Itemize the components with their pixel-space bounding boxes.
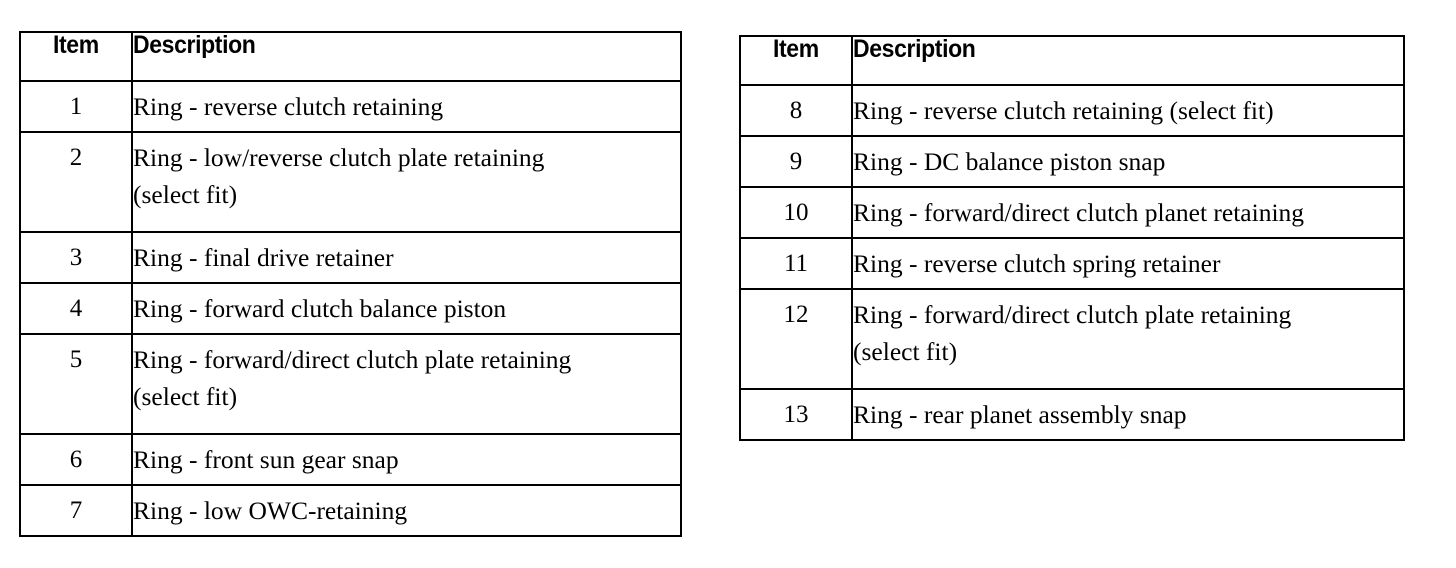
table-row: 4 Ring - forward clutch balance piston [19, 282, 682, 335]
description-line-2: (select fit) [133, 180, 238, 209]
cell-item-number: 2 [19, 131, 133, 233]
description-line-1: Ring - forward/direct clutch plate retai… [853, 300, 1292, 329]
cell-item-number: 7 [19, 484, 133, 537]
description-line-2: (select fit) [853, 337, 958, 366]
table-row: 10 Ring - forward/direct clutch planet r… [739, 186, 1405, 239]
cell-item-number: 1 [19, 80, 133, 133]
cell-description: Ring - rear planet assembly snap [851, 388, 1405, 441]
column-header-item: Item [19, 31, 133, 82]
column-header-description-label: Description [853, 35, 976, 63]
cell-description: Ring - final drive retainer [131, 231, 682, 284]
description-line-1: Ring - rear planet assembly snap [853, 400, 1187, 429]
cell-item-number: 6 [19, 433, 133, 486]
cell-description: Ring - reverse clutch retaining (select … [851, 84, 1405, 137]
cell-description: Ring - forward clutch balance piston [131, 282, 682, 335]
table-body-left: 1 Ring - reverse clutch retaining 2 Ring… [19, 80, 682, 537]
description-line-1: Ring - reverse clutch retaining [133, 92, 444, 121]
column-header-description-label: Description [133, 31, 256, 59]
parts-table-right: Item Description 8 Ring - reverse clutch… [739, 35, 1405, 441]
table-header-row: Item Description [739, 35, 1405, 86]
table-row: 1 Ring - reverse clutch retaining [19, 80, 682, 133]
description-line-2: (select fit) [133, 382, 238, 411]
table-header-left: Item Description [19, 31, 682, 82]
description-line-1: Ring - reverse clutch spring retainer [853, 249, 1221, 278]
cell-item-number: 4 [19, 282, 133, 335]
cell-description: Ring - DC balance piston snap [851, 135, 1405, 188]
table-row: 13 Ring - rear planet assembly snap [739, 388, 1405, 441]
cell-description: Ring - reverse clutch retaining [131, 80, 682, 133]
cell-item-number: 10 [739, 186, 853, 239]
table-row: 11 Ring - reverse clutch spring retainer [739, 237, 1405, 290]
description-line-1: Ring - final drive retainer [133, 243, 394, 272]
column-header-item-label: Item [53, 31, 99, 59]
cell-description: Ring - low/reverse clutch plate retainin… [131, 131, 682, 233]
table-row: 2 Ring - low/reverse clutch plate retain… [19, 131, 682, 233]
column-header-item-label: Item [773, 35, 819, 63]
cell-item-number: 8 [739, 84, 853, 137]
cell-description: Ring - forward/direct clutch plate retai… [131, 333, 682, 435]
table-row: 8 Ring - reverse clutch retaining (selec… [739, 84, 1405, 137]
description-line-1: Ring - low OWC-retaining [133, 496, 408, 525]
description-line-1: Ring - forward/direct clutch planet reta… [853, 198, 1305, 227]
cell-description: Ring - reverse clutch spring retainer [851, 237, 1405, 290]
table-body-right: 8 Ring - reverse clutch retaining (selec… [739, 84, 1405, 441]
cell-description: Ring - forward/direct clutch plate retai… [851, 288, 1405, 390]
table-row: 6 Ring - front sun gear snap [19, 433, 682, 486]
cell-description: Ring - forward/direct clutch planet reta… [851, 186, 1405, 239]
table-row: 3 Ring - final drive retainer [19, 231, 682, 284]
column-header-item: Item [739, 35, 853, 86]
column-header-description: Description [131, 31, 682, 82]
table-row: 7 Ring - low OWC-retaining [19, 484, 682, 537]
table-header-right: Item Description [739, 35, 1405, 86]
description-line-1: Ring - low/reverse clutch plate retainin… [133, 143, 545, 172]
column-header-description: Description [851, 35, 1405, 86]
parts-table-left: Item Description 1 Ring - reverse clutch… [19, 31, 682, 537]
description-line-1: Ring - front sun gear snap [133, 445, 399, 474]
cell-item-number: 5 [19, 333, 133, 435]
table-header-row: Item Description [19, 31, 682, 82]
description-line-1: Ring - forward clutch balance piston [133, 294, 507, 323]
description-line-1: Ring - reverse clutch retaining (select … [853, 96, 1274, 125]
table-row: 5 Ring - forward/direct clutch plate ret… [19, 333, 682, 435]
cell-item-number: 9 [739, 135, 853, 188]
cell-item-number: 3 [19, 231, 133, 284]
cell-description: Ring - low OWC-retaining [131, 484, 682, 537]
description-line-1: Ring - DC balance piston snap [853, 147, 1166, 176]
cell-description: Ring - front sun gear snap [131, 433, 682, 486]
table-row: 9 Ring - DC balance piston snap [739, 135, 1405, 188]
cell-item-number: 13 [739, 388, 853, 441]
cell-item-number: 12 [739, 288, 853, 390]
table-row: 12 Ring - forward/direct clutch plate re… [739, 288, 1405, 390]
description-line-1: Ring - forward/direct clutch plate retai… [133, 345, 572, 374]
cell-item-number: 11 [739, 237, 853, 290]
